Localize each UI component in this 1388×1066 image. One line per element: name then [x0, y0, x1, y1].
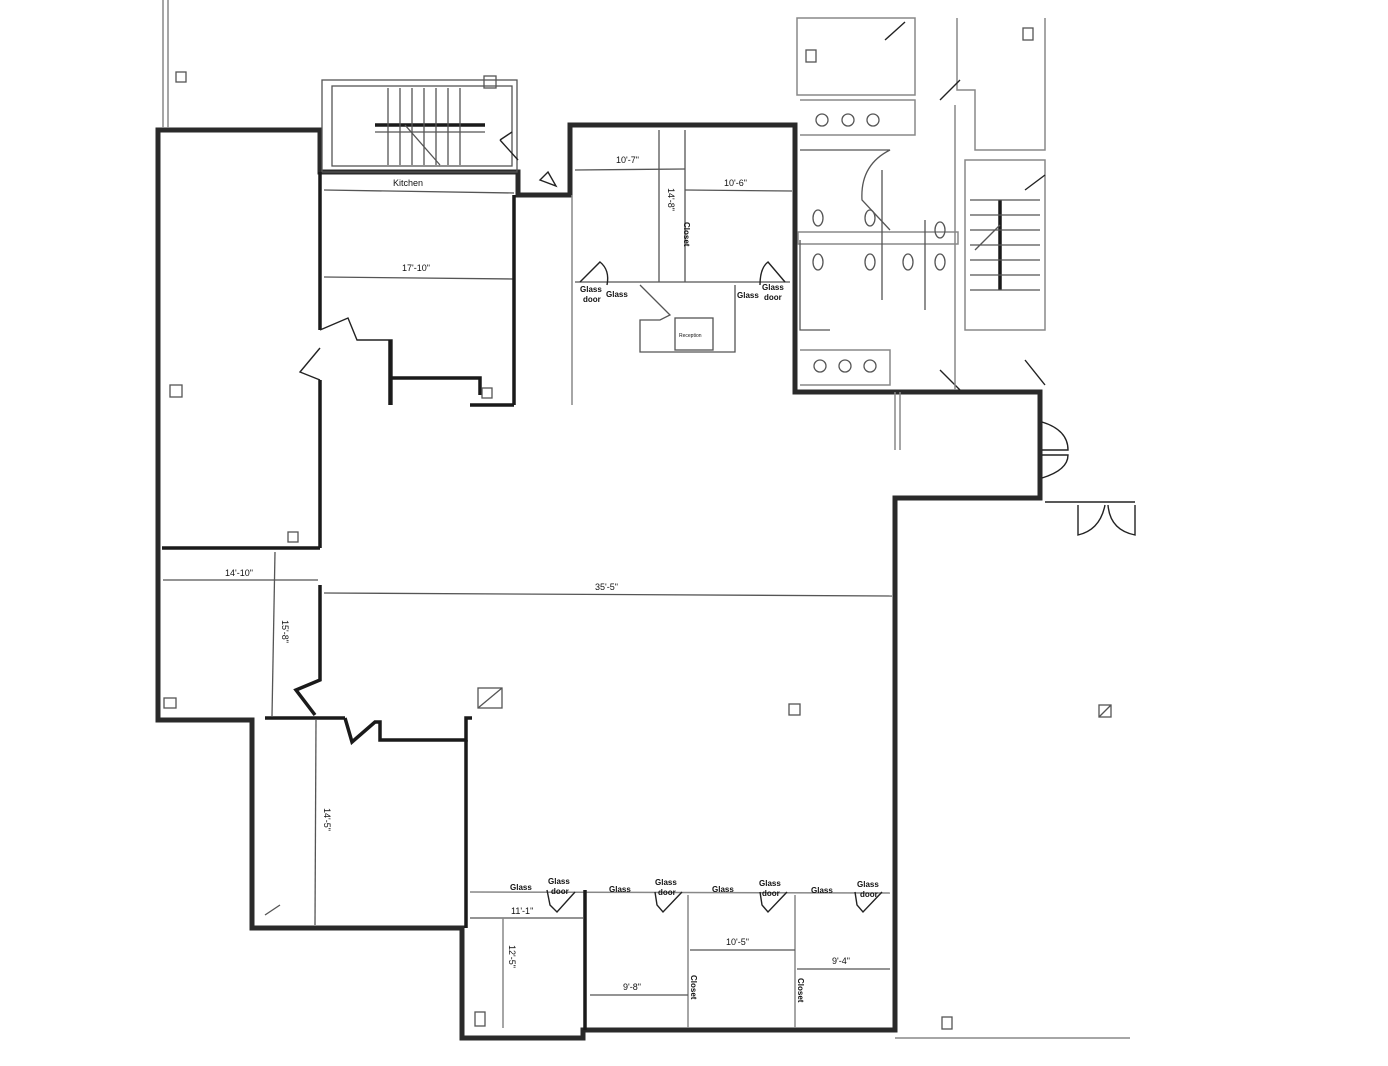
reception-label: Reception: [679, 333, 702, 339]
column-marker: [175, 71, 187, 83]
dim-bottom-office-1-depth: 12'-5": [507, 945, 517, 968]
glass-door-label: door: [764, 293, 782, 302]
glass-door-label: Glass: [655, 878, 677, 887]
dim-bottom-office-3-width: 10'-5": [726, 937, 749, 947]
dim-office-top-right-width: 10'-6": [724, 178, 747, 188]
dim-left-room-depth: 15'-8": [280, 620, 290, 643]
glass-door-label: Glass: [762, 283, 784, 292]
dim-office-top-left-width: 10'-7": [616, 155, 639, 165]
kitchen-label: Kitchen: [393, 178, 423, 188]
closet-label: Closet: [796, 978, 805, 1003]
glass-door-label: door: [762, 889, 780, 898]
glass-door-label: door: [551, 887, 569, 896]
glass-label: Glass: [712, 885, 734, 894]
glass-label: Glass: [811, 886, 833, 895]
east-double-door: [1041, 421, 1069, 479]
restroom-core: [796, 17, 1046, 391]
stairwell-north: [321, 75, 519, 173]
dim-kitchen-width: 17'-10": [402, 263, 430, 273]
dim-bottom-office-2-width: 9'-8": [623, 982, 641, 992]
glass-label: Glass: [609, 885, 631, 894]
dim-main-hall-width: 35'-5": [595, 582, 618, 592]
north-offices: [571, 130, 901, 450]
west-rooms: [162, 384, 893, 928]
dim-lower-left-room-depth: 14'-5": [322, 808, 332, 831]
east-exterior-door: [1045, 501, 1136, 536]
column-marker: [1098, 704, 1112, 718]
glass-label: Glass: [606, 290, 628, 299]
glass-door-label: Glass: [580, 285, 602, 294]
glass-door-label: door: [583, 295, 601, 304]
south-offices: [469, 889, 891, 1030]
column-marker: [941, 1016, 953, 1030]
glass-door-label: Glass: [548, 877, 570, 886]
dim-left-room-width: 14'-10": [225, 568, 253, 578]
closet-label: Closet: [682, 222, 691, 247]
closet-label: Closet: [689, 975, 698, 1000]
kitchen-room: [298, 170, 558, 548]
glass-door-label: door: [860, 890, 878, 899]
glass-door-label: door: [658, 888, 676, 897]
dim-office-top-depth: 14'-8": [666, 188, 676, 211]
dim-bottom-office-4-width: 9'-4": [832, 956, 850, 966]
glass-door-label: Glass: [857, 880, 879, 889]
dim-bottom-office-1-width: 11'-1": [511, 906, 533, 916]
glass-label: Glass: [510, 883, 532, 892]
exterior-wall: [155, 122, 1043, 1041]
glass-label: Glass: [737, 291, 759, 300]
glass-door-label: Glass: [759, 879, 781, 888]
